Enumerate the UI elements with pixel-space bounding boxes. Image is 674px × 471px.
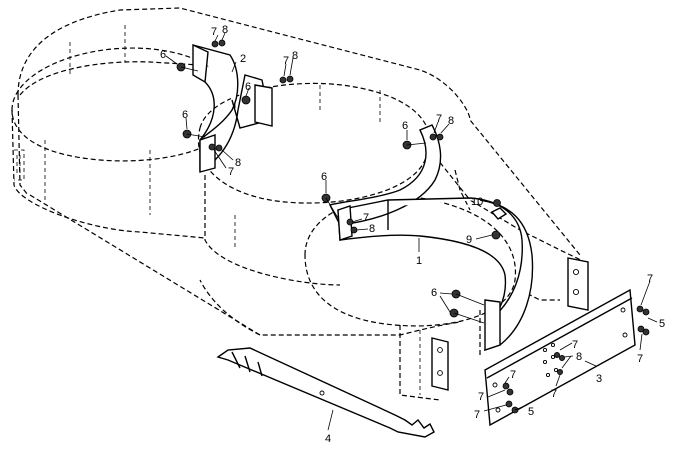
callout-8c: 8 (235, 157, 241, 169)
callout-8b: 8 (292, 50, 298, 62)
callout-7l: 7 (474, 409, 480, 421)
callout-9: 9 (466, 234, 472, 246)
callout-8f: 8 (576, 351, 582, 363)
callout-7b: 7 (283, 55, 289, 67)
callout-6a: 6 (160, 49, 166, 61)
callout-7j: 7 (510, 369, 516, 381)
callout-7e: 7 (363, 212, 369, 224)
callout-7g: 7 (637, 353, 643, 365)
callout-7a: 7 (211, 26, 217, 38)
callout-8a: 8 (222, 24, 228, 36)
callout-7h: 7 (572, 339, 578, 351)
callout-5b: 5 (528, 406, 534, 418)
callout-4: 4 (325, 433, 331, 445)
blade-4 (216, 347, 435, 438)
callout-7f: 7 (647, 273, 653, 285)
side-wall-plate (567, 257, 589, 311)
callout-5a: 5 (659, 318, 665, 330)
callout-1: 1 (416, 255, 422, 267)
callout-6d: 6 (402, 120, 408, 132)
callout-6e: 6 (321, 171, 327, 183)
callout-6c: 6 (182, 109, 188, 121)
deck-wall-plate-lower (431, 337, 449, 391)
callout-7c: 7 (228, 166, 234, 178)
callout-7i: 7 (551, 388, 557, 400)
callout-labels: 7 8 6 2 7 8 6 6 8 7 6 7 8 6 7 8 10 9 1 6… (160, 24, 665, 445)
callout-6f: 6 (431, 287, 437, 299)
callout-7d: 7 (436, 113, 442, 125)
baffle-2 (192, 43, 273, 173)
callout-10: 10 (471, 196, 483, 208)
callout-2: 2 (240, 53, 246, 65)
callout-8d: 8 (448, 115, 454, 127)
callout-8e: 8 (369, 223, 375, 235)
callout-7k: 7 (478, 391, 484, 403)
callout-leaders (165, 32, 658, 431)
callout-6b: 6 (245, 81, 251, 93)
baffle-1 (337, 197, 534, 352)
callout-3: 3 (596, 373, 602, 385)
